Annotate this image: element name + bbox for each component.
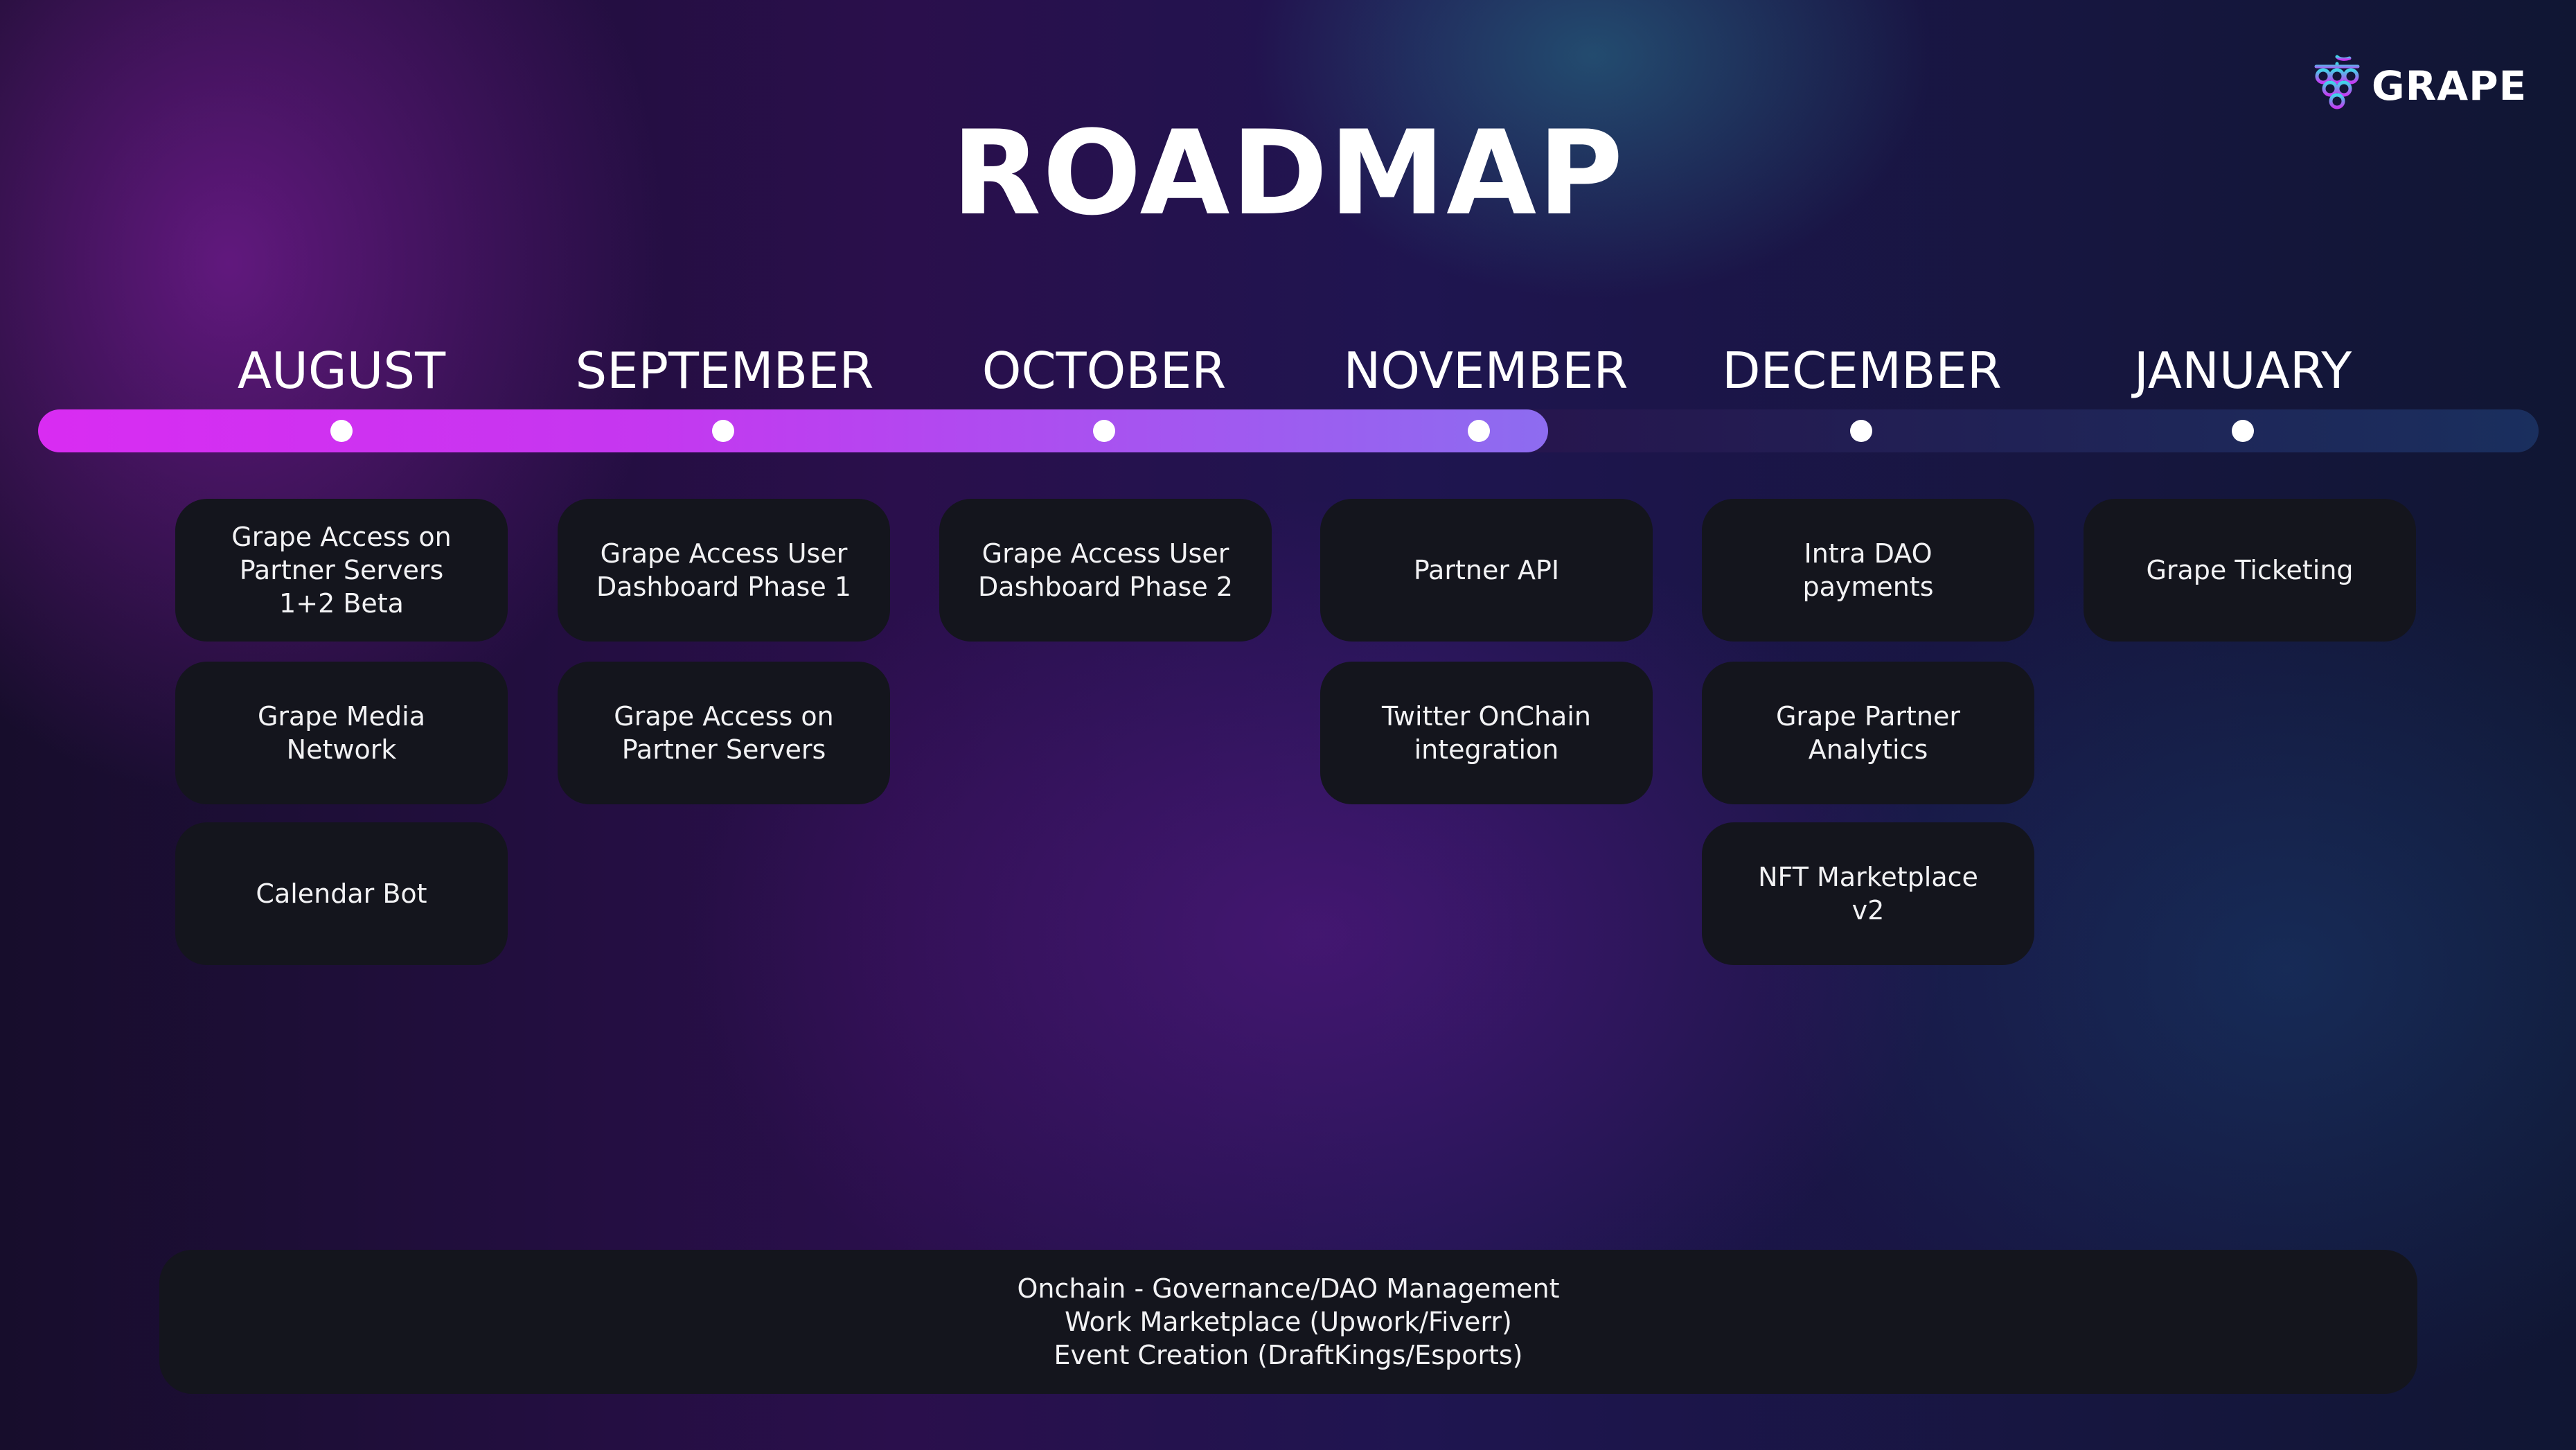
future-line: Onchain - Governance/DAO Management	[1017, 1273, 1560, 1304]
month-label-september: SEPTEMBER	[575, 342, 874, 400]
roadmap-card-text: Calendar Bot	[256, 878, 427, 909]
timeline-dot-december	[1850, 420, 1872, 442]
roadmap-card: Calendar Bot	[175, 822, 508, 965]
roadmap-card: Intra DAO payments	[1702, 499, 2034, 642]
future-initiatives-panel: Onchain - Governance/DAO Management Work…	[159, 1250, 2417, 1394]
future-line: Work Marketplace (Upwork/Fiverr)	[1065, 1307, 1512, 1337]
roadmap-card: Grape Access User Dashboard Phase 2	[939, 499, 1272, 642]
roadmap-card: Grape Partner Analytics	[1702, 662, 2034, 804]
timeline-progress	[38, 409, 1548, 452]
roadmap-card-text: Partner API	[1413, 555, 1560, 585]
timeline-dot-january	[2232, 420, 2254, 442]
roadmap-card: Grape Media Network	[175, 662, 508, 804]
month-label-december: DECEMBER	[1722, 342, 2002, 400]
timeline-dot-october	[1093, 420, 1115, 442]
roadmap-card: Grape Access on Partner Servers 1+2 Beta	[175, 499, 508, 642]
roadmap-card-text: Grape Media Network	[257, 701, 426, 765]
month-label-november: NOVEMBER	[1343, 342, 1628, 400]
roadmap-card-text: Grape Access on Partner Servers 1+2 Beta	[231, 522, 452, 619]
roadmap-card: Twitter OnChain integration	[1320, 662, 1653, 804]
roadmap-card: NFT Marketplace v2	[1702, 822, 2034, 965]
roadmap-card-text: Intra DAO payments	[1802, 538, 1934, 602]
month-label-august: AUGUST	[237, 342, 446, 400]
brand-logo: GRAPE	[2312, 54, 2527, 118]
month-label-january: JANUARY	[2133, 342, 2352, 400]
roadmap-card-text: Grape Partner Analytics	[1775, 701, 1961, 765]
roadmap-card-text: Grape Access on Partner Servers	[614, 701, 834, 765]
timeline-dot-august	[330, 420, 353, 442]
grape-bunch-icon	[2314, 55, 2360, 109]
future-line: Event Creation (DraftKings/Esports)	[1054, 1340, 1523, 1370]
brand-name: GRAPE	[2372, 62, 2528, 109]
roadmap-card: Grape Access on Partner Servers	[558, 662, 890, 804]
page-title: ROADMAP	[951, 105, 1625, 241]
future-initiatives-text: Onchain - Governance/DAO Management Work…	[1017, 1272, 1559, 1372]
roadmap-card: Partner API	[1320, 499, 1653, 642]
month-label-october: OCTOBER	[981, 342, 1227, 400]
roadmap-card-text: Grape Access User Dashboard Phase 2	[978, 538, 1233, 602]
roadmap-card-text: Twitter OnChain integration	[1382, 701, 1591, 765]
roadmap-card-text: NFT Marketplace v2	[1758, 862, 1978, 926]
roadmap-card-text: Grape Ticketing	[2146, 555, 2354, 585]
roadmap-card: Grape Ticketing	[2084, 499, 2416, 642]
timeline-dot-september	[712, 420, 734, 442]
roadmap-card-text: Grape Access User Dashboard Phase 1	[596, 538, 851, 602]
timeline-dot-november	[1468, 420, 1490, 442]
roadmap-card: Grape Access User Dashboard Phase 1	[558, 499, 890, 642]
